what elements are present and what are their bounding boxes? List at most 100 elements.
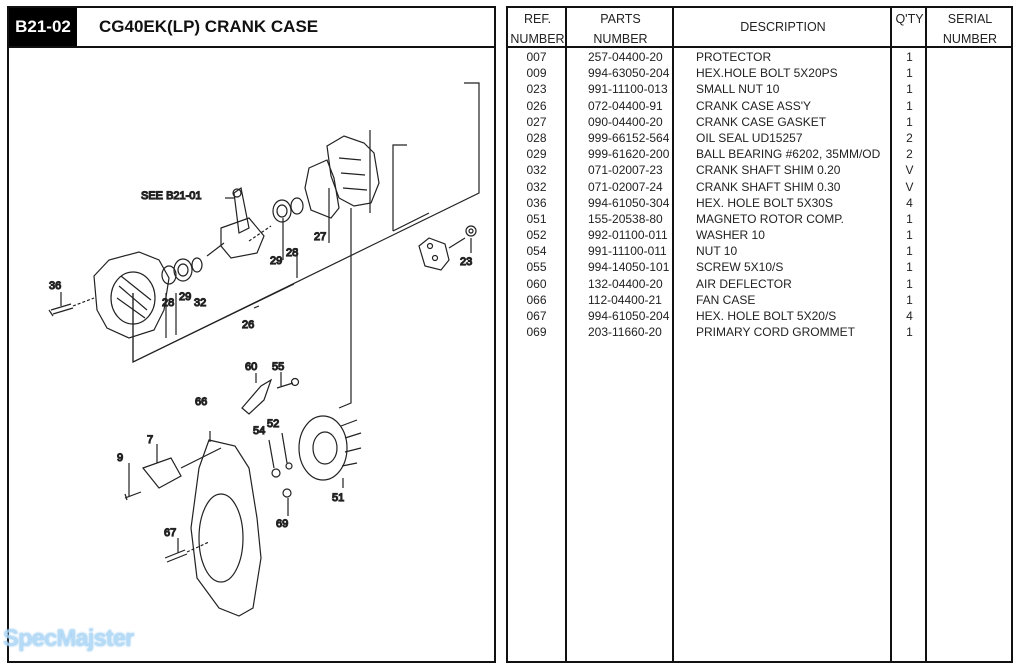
callout-label: 29 [179,291,191,303]
qty-cell: V [905,179,914,194]
header-parts-number: PARTS NUMBER [593,12,648,46]
description-cell: SMALL NUT 10 [696,82,780,97]
watermark-logo: SpecMajster [3,625,134,652]
ref-cell: 032 [526,163,547,178]
page-title: CG40EK(LP) CRANK CASE [99,17,319,36]
description-cell: SCREW 5X10/S [696,260,784,275]
ref-cell: 069 [526,325,547,340]
callout-label: 54 [253,425,265,437]
qty-cell: V [905,163,914,178]
part-number-cell: 994-14050-101 [588,260,670,275]
part-number-cell: 994-61050-204 [588,309,670,323]
ref-cell: 032 [526,179,547,194]
section-code-badge: B21-02 [9,8,77,46]
protector-7-part [124,447,222,501]
ref-cell: 026 [526,98,547,113]
qty-cell: 1 [906,50,913,64]
exploded-diagram: SEE B21-01 36 28 29 32 26 29 28 27 23 60… [9,48,494,661]
description-cell: BALL BEARING #6202, 35MM/OD [696,147,881,162]
description-cell: MAGNETO ROTOR COMP. [696,211,845,226]
bolt-67-part [164,541,210,563]
qty-column [892,8,927,661]
see-reference-label: SEE B21-01 [141,190,202,202]
qty-cell: 1 [906,211,913,226]
callout-label: 28 [162,297,174,309]
callout-label: 28 [286,247,298,259]
ref-cell: 009 [526,66,547,81]
table-row: 054 991-11100-011 NUT 10 1 [508,243,1011,259]
part-number-cell: 155-20538-80 [588,211,663,226]
ref-cell: 007 [526,50,547,64]
qty-cell: 1 [906,82,913,97]
part-number-cell: 071-02007-24 [588,179,663,194]
callout-label: 69 [276,518,288,530]
description-cell: WASHER 10 [696,228,765,243]
fan-case-part [190,439,262,617]
callout-label: 23 [460,256,472,268]
callout-label: 26 [242,319,254,331]
ref-cell: 036 [526,195,547,210]
description-cell: CRANK SHAFT SHIM 0.30 [696,179,841,194]
case-half-right-part [326,135,380,207]
qty-cell: 1 [906,98,913,113]
qty-cell: 4 [906,309,913,323]
table-row: 032 071-02007-24 CRANK SHAFT SHIM 0.30 V [508,179,1011,195]
air-deflector-part [241,377,300,415]
description-cell: HEX.HOLE BOLT 5X20PS [696,66,838,81]
ref-cell: 054 [526,244,547,259]
header-qty: Q'TY [895,12,924,26]
ref-cell: 067 [526,309,547,323]
qty-cell: 1 [906,66,913,81]
qty-cell: 1 [906,244,913,259]
part-number-cell: 072-04400-91 [588,98,663,113]
parts-table: REF. NUMBER PARTS NUMBER DESCRIPTION Q'T… [506,6,1013,663]
parts-column [567,8,674,661]
ref-cell: 051 [526,211,547,226]
part-number-cell: 991-11100-011 [588,244,667,259]
table-header: REF. NUMBER PARTS NUMBER DESCRIPTION Q'T… [508,8,1011,48]
qty-cell: 1 [906,228,913,243]
part-number-cell: 071-02007-23 [588,163,663,178]
part-number-cell: 132-04400-20 [588,276,663,291]
part-number-cell: 257-04400-20 [588,50,663,64]
callout-label: 29 [270,255,282,267]
table-row: 051 155-20538-80 MAGNETO ROTOR COMP. 1 [508,211,1011,227]
qty-cell: 1 [906,292,913,307]
ref-cell: 055 [526,260,547,275]
qty-cell: 4 [906,195,913,210]
qty-cell: 1 [906,114,913,129]
ref-cell: 066 [526,292,547,307]
bolt-36-part [48,297,95,317]
seals-bearings-part [161,197,304,285]
ref-cell: 028 [526,130,547,145]
description-column [674,8,892,661]
part-number-cell: 994-63050-204 [588,66,670,81]
part-number-cell: 991-11100-013 [588,82,668,97]
callout-label: 52 [267,418,279,430]
part-number-cell: 992-01100-011 [588,228,668,243]
callout-label: 60 [245,361,257,373]
callout-label: 67 [164,527,176,539]
description-cell: NUT 10 [696,244,738,259]
diagram-panel: B21-02 CG40EK(LP) CRANK CASE [7,6,496,663]
callout-label: 9 [117,452,123,464]
table-row: 055 994-14050-101 SCREW 5X10/S 1 [508,259,1011,275]
part-number-cell: 090-04400-20 [588,114,663,129]
qty-cell: 1 [906,260,913,275]
callout-label: 66 [195,396,207,408]
part-number-cell: 994-61050-304 [588,195,670,210]
description-cell: PRIMARY CORD GROMMET [696,325,855,340]
description-cell: OIL SEAL UD15257 [696,130,803,145]
